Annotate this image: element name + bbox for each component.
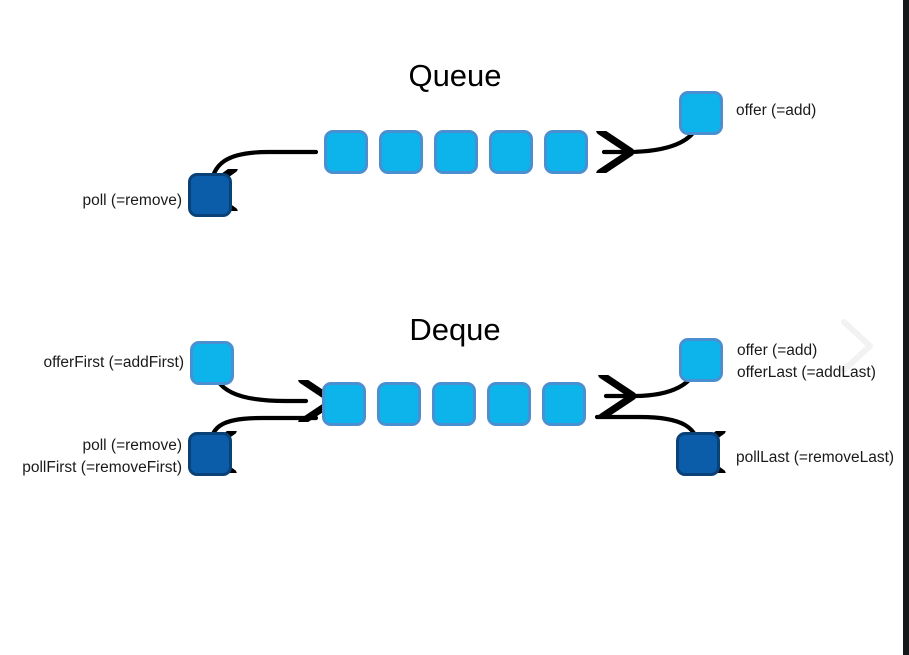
- queue-offer-box: [679, 91, 723, 135]
- queue-cell-3: [434, 130, 478, 174]
- deque-offerlast-label-line2: offerLast (=addLast): [737, 364, 876, 381]
- queue-cell-5: [544, 130, 588, 174]
- queue-cell-2: [379, 130, 423, 174]
- deque-offerlast-label-group: offer (=add) offerLast (=addLast): [737, 340, 876, 384]
- deque-pollfirst-label-line1: poll (=remove): [82, 437, 183, 454]
- deque-offerlast-label-line1: offer (=add): [737, 342, 818, 359]
- deque-polllast-box: [676, 432, 720, 476]
- queue-poll-label: poll (=remove): [82, 192, 183, 209]
- deque-offerfirst-label: offerFirst (=addFirst): [43, 354, 184, 371]
- deque-pollfirst-label-line2: pollFirst (=removeFirst): [22, 459, 182, 476]
- deque-offerfirst-box: [190, 341, 234, 385]
- queue-poll-box: [188, 173, 232, 217]
- deque-cell-2: [377, 382, 421, 426]
- deque-pollfirst-box: [188, 432, 232, 476]
- queue-cell-1: [324, 130, 368, 174]
- queue-title: Queue: [408, 58, 502, 93]
- deque-cell-3: [432, 382, 476, 426]
- queue-offer-label: offer (=add): [736, 102, 817, 119]
- queue-cell-4: [489, 130, 533, 174]
- right-edge-strip: [903, 0, 909, 655]
- deque-cell-1: [322, 382, 366, 426]
- deque-cell-4: [487, 382, 531, 426]
- deque-polllast-label: pollLast (=removeLast): [736, 449, 895, 466]
- deque-pollfirst-label-group: poll (=remove) pollFirst (=removeFirst): [0, 435, 182, 479]
- deque-title: Deque: [409, 312, 501, 347]
- deque-offerlast-box: [679, 338, 723, 382]
- deque-cell-5: [542, 382, 586, 426]
